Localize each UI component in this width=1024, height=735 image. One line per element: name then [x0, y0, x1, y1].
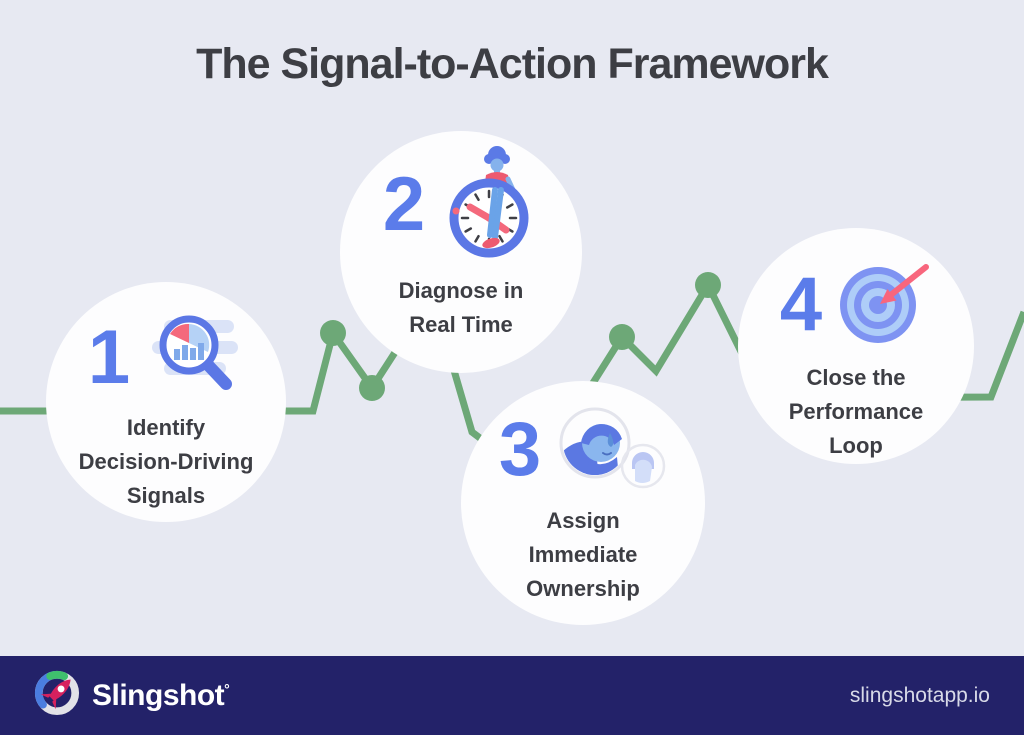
step-number: 1	[87, 314, 131, 400]
step-circle-1: 1 Identify Decision-Driving Signals	[46, 282, 286, 522]
clock-person-icon	[439, 143, 539, 266]
step-4-head: 4	[780, 256, 932, 353]
step-circle-2: 2	[340, 131, 582, 373]
trademark-mark: °	[224, 680, 230, 697]
step-label: Assign Immediate Ownership	[526, 508, 640, 601]
step-number: 4	[779, 261, 823, 347]
step-number: 2	[382, 161, 426, 247]
step-label: Diagnose in Real Time	[398, 278, 524, 337]
step-3-head: 3	[499, 403, 667, 496]
step-circle-4: 4 Close the Performance Loop	[738, 228, 974, 464]
step-2-head: 2	[383, 143, 539, 266]
footer-website: slingshotapp.io	[849, 683, 990, 707]
step-1-head: 1	[88, 312, 244, 403]
brand: Slingshot°	[34, 670, 230, 721]
step-label: Close the Performance Loop	[788, 365, 924, 458]
step-number: 3	[498, 406, 542, 492]
target-arrow-icon	[836, 256, 932, 353]
step-circle-3: 3 Assign Immediate Ownership	[461, 381, 705, 625]
magnifier-analytics-icon	[144, 312, 244, 403]
brand-name: Slingshot°	[92, 678, 230, 712]
user-avatars-icon	[555, 403, 667, 496]
footer-bar: Slingshot° slingshotapp.io	[0, 656, 1024, 735]
step-label: Identify Decision-Driving Signals	[78, 415, 254, 508]
slingshot-logo-icon	[34, 670, 80, 721]
page-title: The Signal-to-Action Framework	[196, 40, 829, 88]
